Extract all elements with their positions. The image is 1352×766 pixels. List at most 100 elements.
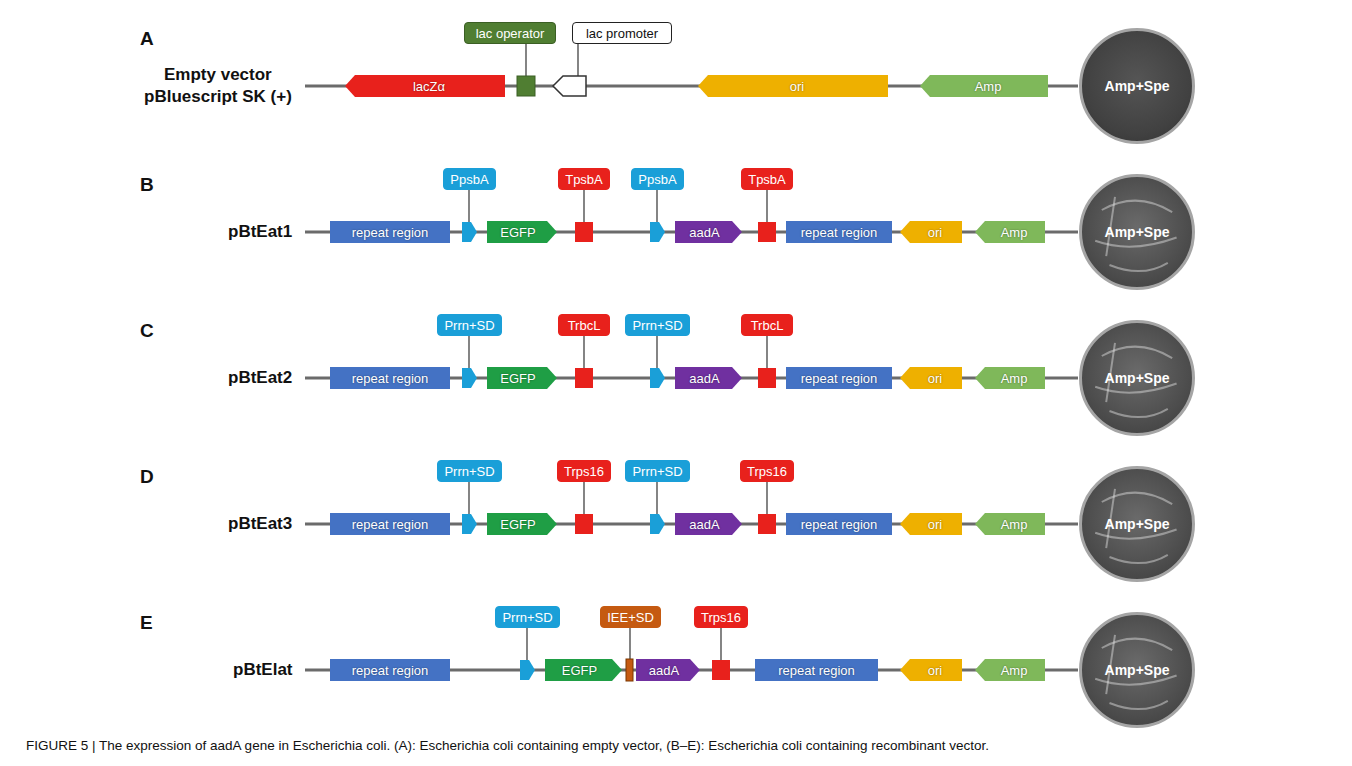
node-text: Prrn+SD: [632, 464, 682, 479]
leader-line: [656, 336, 657, 368]
node-text: aadA: [689, 225, 719, 240]
terminator-callout: TrbcL: [741, 314, 793, 336]
leader-line: [468, 482, 469, 514]
node-text: aadA: [649, 663, 679, 678]
operator-callout: lac operator: [464, 22, 556, 44]
vector-name: pBtEat1: [228, 222, 292, 242]
node-text: PpsbA: [450, 172, 488, 187]
terminator-symbol: [575, 222, 593, 242]
terminator-symbol: [758, 368, 776, 388]
node-text: repeat region: [352, 371, 429, 386]
gene-arrow: aadA: [675, 367, 742, 389]
feature-outline: [330, 221, 450, 243]
feature-outline: [345, 75, 505, 97]
feature-outline: [975, 659, 1045, 681]
node-text: lac promoter: [586, 26, 658, 41]
resistance-arrow: Amp: [975, 659, 1045, 681]
gene-arrow: EGFP: [487, 367, 557, 389]
node-text: Amp: [1001, 225, 1028, 240]
promoter-symbol: [462, 368, 477, 388]
node-text: TrbcL: [751, 318, 784, 333]
terminator-symbol: [758, 514, 776, 534]
terminator-callout: TpsbA: [558, 168, 610, 190]
gene-arrow: EGFP: [487, 221, 557, 243]
feature-outline: [675, 513, 742, 535]
node-text: EGFP: [500, 517, 535, 532]
terminator-symbol: [758, 222, 776, 242]
petri-dish: Amp+Spe: [1079, 320, 1195, 436]
leader-line: [656, 482, 657, 514]
resistance-arrow: Amp: [975, 367, 1045, 389]
node-text: ori: [928, 371, 942, 386]
promoter-symbol: [650, 514, 665, 534]
terminator-symbol: [712, 660, 730, 680]
feature-outline: [675, 367, 742, 389]
node-text: ori: [790, 79, 804, 94]
node-text: repeat region: [801, 225, 878, 240]
node-text: Trps16: [564, 464, 604, 479]
leader-line: [583, 336, 584, 368]
promoter-symbol: [520, 660, 535, 680]
bacterial-streak: [1110, 409, 1168, 417]
leader-line: [656, 190, 657, 222]
feature-outline: [487, 221, 557, 243]
node-text: Amp: [1001, 517, 1028, 532]
ori-arrow: ori: [698, 75, 888, 97]
promoter-callout: Prrn+SD: [625, 314, 690, 336]
node-text: Amp+Spe: [1105, 78, 1170, 94]
terminator-callout: TrbcL: [558, 314, 610, 336]
vector-name: pBtElat: [233, 660, 293, 680]
terminator-callout: Trps16: [694, 606, 748, 628]
iee-callout: IEE+SD: [600, 606, 661, 628]
repeat-region-box: repeat region: [755, 659, 878, 681]
node-text: PpsbA: [638, 172, 676, 187]
leader-line: [720, 628, 721, 660]
repeat-region-box: repeat region: [786, 221, 892, 243]
node-text: lacZα: [413, 79, 445, 94]
panel-letter: E: [140, 612, 153, 634]
feature-outline: [487, 513, 557, 535]
promoter-callout: lac promoter: [572, 22, 672, 44]
feature-outline: [975, 513, 1045, 535]
node-text: Amp: [1001, 371, 1028, 386]
leader-line: [766, 482, 767, 514]
leader-line: [766, 336, 767, 368]
node-text: Prrn+SD: [444, 464, 494, 479]
feature-outline: [975, 221, 1045, 243]
resistance-arrow: Amp: [975, 513, 1045, 535]
backbone-lines: [305, 86, 1078, 670]
bacterial-streak: [1110, 263, 1168, 271]
panel-letter: B: [140, 174, 154, 196]
node-text: aadA: [689, 371, 719, 386]
feature-outline: [786, 221, 892, 243]
operator-symbol: [517, 76, 535, 96]
leader-lines: [469, 44, 767, 660]
gene-arrow: aadA: [636, 659, 700, 681]
bacterial-streak: [1110, 701, 1168, 709]
promoter-callout: PpsbA: [443, 168, 496, 190]
leader-line: [629, 628, 630, 659]
feature-outline: [636, 659, 700, 681]
node-text: Amp: [1001, 663, 1028, 678]
ori-arrow: ori: [900, 659, 962, 681]
promoter-symbol: [650, 368, 665, 388]
leader-line: [468, 336, 469, 368]
node-text: EGFP: [562, 663, 597, 678]
feature-outline: [900, 659, 962, 681]
terminator-symbol: [575, 368, 593, 388]
figure-caption: FIGURE 5 | The expression of aadA gene i…: [26, 738, 1326, 753]
vector-name: Empty vector: [164, 65, 272, 85]
ori-arrow: ori: [900, 367, 962, 389]
promoter-symbol: [553, 76, 586, 96]
vector-name: pBtEat2: [228, 368, 292, 388]
node-text: lac operator: [476, 26, 545, 41]
vector-name: pBluescript SK (+): [144, 87, 292, 107]
ori-arrow: ori: [900, 513, 962, 535]
petri-dish: Amp+Spe: [1079, 174, 1195, 290]
node-text: Amp+Spe: [1105, 370, 1170, 386]
node-text: IEE+SD: [607, 610, 654, 625]
node-text: Prrn+SD: [502, 610, 552, 625]
feature-outline: [675, 221, 742, 243]
gene-arrow: EGFP: [487, 513, 557, 535]
